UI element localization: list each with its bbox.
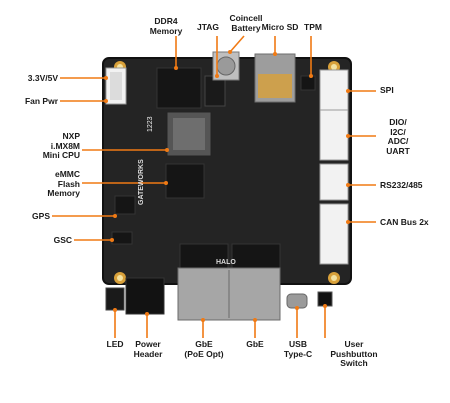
callout-spi: SPI: [380, 85, 394, 95]
ethernet-magnetics-1: [179, 243, 229, 269]
callout-power: 3.3V/5V: [27, 73, 58, 83]
callout-gbe: GbE: [246, 339, 264, 349]
tpm-chip: [300, 75, 316, 91]
callout-emmc: eMMC Flash Memory: [47, 169, 80, 198]
callout-gbe-poe: GbE (PoE Opt): [184, 339, 224, 359]
gsc-chip: [111, 231, 133, 245]
dio-connector: [319, 109, 349, 161]
ethernet-brand: HALO: [216, 259, 236, 266]
callout-can: CAN Bus 2x: [380, 217, 429, 227]
callout-fanpwr: Fan Pwr: [24, 96, 58, 106]
callout-microsd: Micro SD: [261, 22, 299, 32]
usb-c-port: [286, 293, 308, 309]
callout-dio: DIO/ I2C/ ADC/ UART: [386, 117, 410, 156]
callout-lines: [52, 35, 376, 338]
callout-jtag: JTAG: [196, 22, 220, 32]
callout-gsc: GSC: [53, 235, 72, 245]
ddr4-chip: [156, 67, 202, 109]
callout-power-header: Power Header: [133, 339, 163, 359]
silkscreen-brand: GATEWORKS: [138, 159, 145, 205]
callout-gps: GPS: [32, 211, 50, 221]
callout-dots: [104, 50, 350, 322]
pcb-board: [103, 58, 351, 284]
rs232-connector: [319, 163, 349, 201]
spi-connector: [319, 69, 349, 111]
callout-usbc: USB Type-C: [283, 339, 313, 359]
callout-cpu: NXP i.MX8M Mini CPU: [42, 131, 80, 160]
can-connector: [319, 203, 349, 265]
chip-id: 1223: [147, 116, 154, 132]
emmc-chip: [165, 163, 205, 199]
callout-coincell: Coincell Battery: [229, 13, 263, 33]
led-block: [105, 287, 125, 311]
callout-rs232: RS232/485: [380, 180, 423, 190]
callout-led: LED: [106, 339, 124, 349]
callout-pushbutton: User Pushbutton Switch: [330, 339, 378, 368]
power-header: [125, 277, 165, 315]
callout-tpm: TPM: [304, 22, 322, 32]
pushbutton: [317, 291, 333, 307]
ethernet-magnetics-2: [231, 243, 281, 269]
gps-module: [114, 195, 136, 215]
callout-ddr4: DDR4 Memory: [149, 16, 183, 36]
